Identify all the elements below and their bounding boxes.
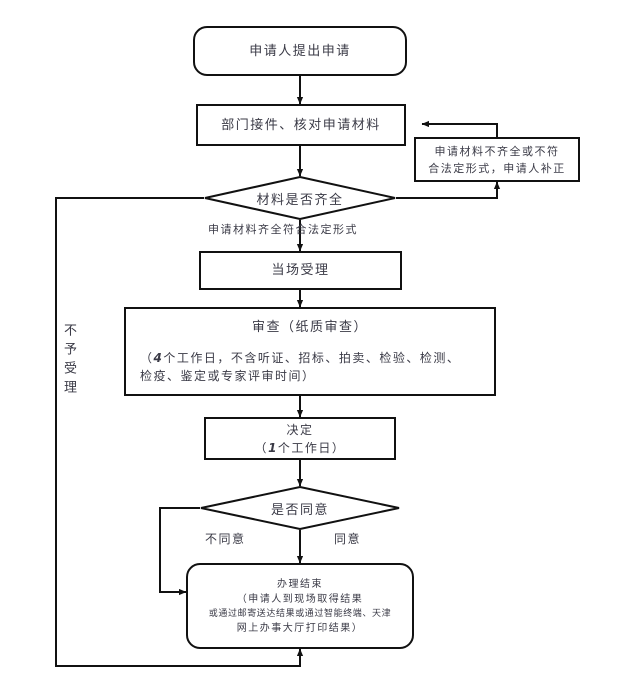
- review-line1-rest: 个工作日，不含听证、招标、拍卖、检验、检测、: [163, 351, 461, 365]
- node-review-body: （4个工作日，不含听证、招标、拍卖、检验、检测、 检疫、鉴定或专家评审时间）: [126, 349, 494, 385]
- node-finish-line2: （申请人到现场取得结果: [236, 593, 364, 605]
- node-finish-line1: 办理结束: [277, 578, 323, 590]
- node-correction-line2: 合法定形式，申请人补正: [428, 161, 566, 175]
- node-finish: 办理结束 （申请人到现场取得结果 或通过邮寄送达结果或通过智能终端、天津 网上办…: [186, 563, 414, 649]
- node-reject-label: 不予受理: [61, 323, 76, 399]
- node-decide: 决定 （1个工作日）: [204, 417, 396, 460]
- decision-materials-shape: [204, 175, 396, 221]
- edge-decision-to-correction: [396, 181, 501, 199]
- decide-line2-num: 1: [268, 440, 278, 455]
- decide-line2-prefix: （: [254, 440, 269, 455]
- node-receive: 部门接件、核对申请材料: [196, 104, 406, 146]
- branch-label-yes: 同意: [334, 532, 362, 546]
- node-decision-materials-label: 材料是否齐全: [256, 192, 344, 208]
- node-finish-line3: 或通过邮寄送达结果或通过智能终端、天津: [208, 608, 392, 619]
- node-review: 审查（纸质审查） （4个工作日，不含听证、招标、拍卖、检验、检测、 检疫、鉴定或…: [124, 307, 496, 396]
- review-line1-prefix: （: [140, 351, 154, 365]
- node-decision-agree-label: 是否同意: [270, 502, 329, 518]
- branch-label-no: 不同意: [205, 532, 246, 546]
- decision-materials-below-label: 申请材料齐全符合法定形式: [208, 223, 358, 236]
- node-accept: 当场受理: [199, 251, 402, 290]
- edge-correction-to-receive: [421, 120, 498, 137]
- node-review-head: 审查（纸质审查）: [251, 320, 368, 335]
- decide-line2-rest: 个工作日）: [277, 440, 346, 455]
- node-correction: 申请材料不齐全或不符 合法定形式，申请人补正: [414, 137, 580, 182]
- node-finish-line4: 网上办事大厅打印结果）: [236, 622, 364, 634]
- node-accept-label: 当场受理: [271, 263, 330, 278]
- node-decision-materials: 材料是否齐全: [204, 175, 396, 221]
- node-review-body-line1: （4个工作日，不含听证、招标、拍卖、检验、检测、: [140, 349, 480, 367]
- node-decision-agree: 是否同意: [200, 485, 400, 531]
- node-decide-line1: 决定: [286, 422, 314, 437]
- node-start: 申请人提出申请: [193, 26, 407, 76]
- node-receive-label: 部门接件、核对申请材料: [221, 117, 381, 133]
- node-decide-line2: （1个工作日）: [255, 439, 346, 457]
- decision-agree-shape: [200, 485, 400, 531]
- node-start-label: 申请人提出申请: [249, 43, 351, 59]
- node-review-body-line2: 检疫、鉴定或专家评审时间）: [140, 369, 316, 383]
- node-correction-line1: 申请材料不齐全或不符: [434, 144, 560, 158]
- review-line1-num: 4: [153, 351, 164, 365]
